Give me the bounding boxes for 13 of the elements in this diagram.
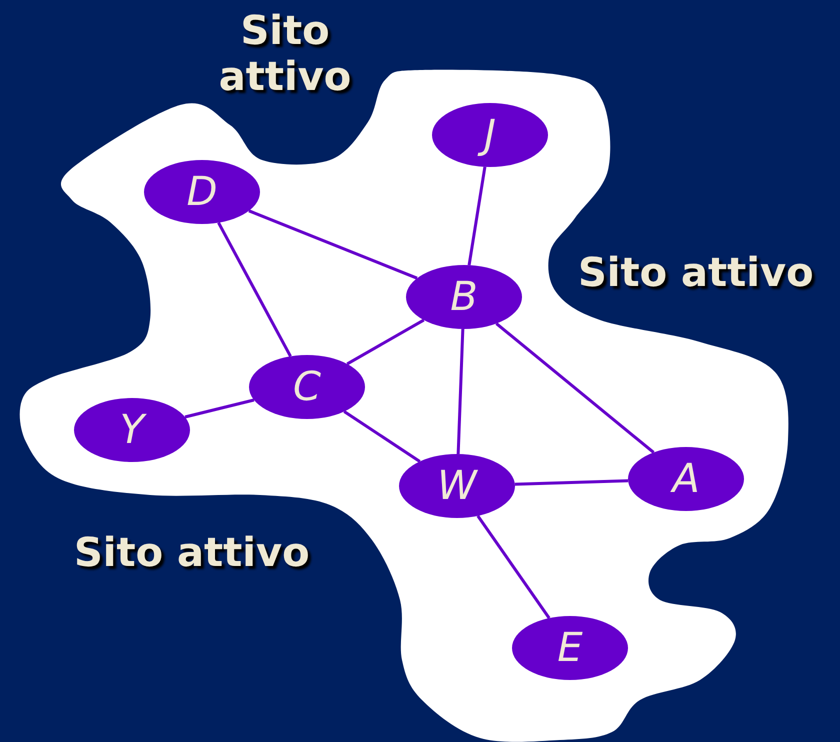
region-label: Sito attivo [218,8,352,100]
connector-line [495,322,655,454]
region-label: Sito attivo [74,530,311,576]
connector-line [468,166,486,266]
connector-line [217,222,292,358]
connector-line [456,328,464,454]
region-label: Sito attivo [578,250,815,296]
connector-line [346,318,425,366]
connector-line [343,410,421,463]
connector-line [248,209,418,280]
connector-line [184,398,254,418]
connector-line [476,515,550,619]
connector-line [514,479,628,486]
